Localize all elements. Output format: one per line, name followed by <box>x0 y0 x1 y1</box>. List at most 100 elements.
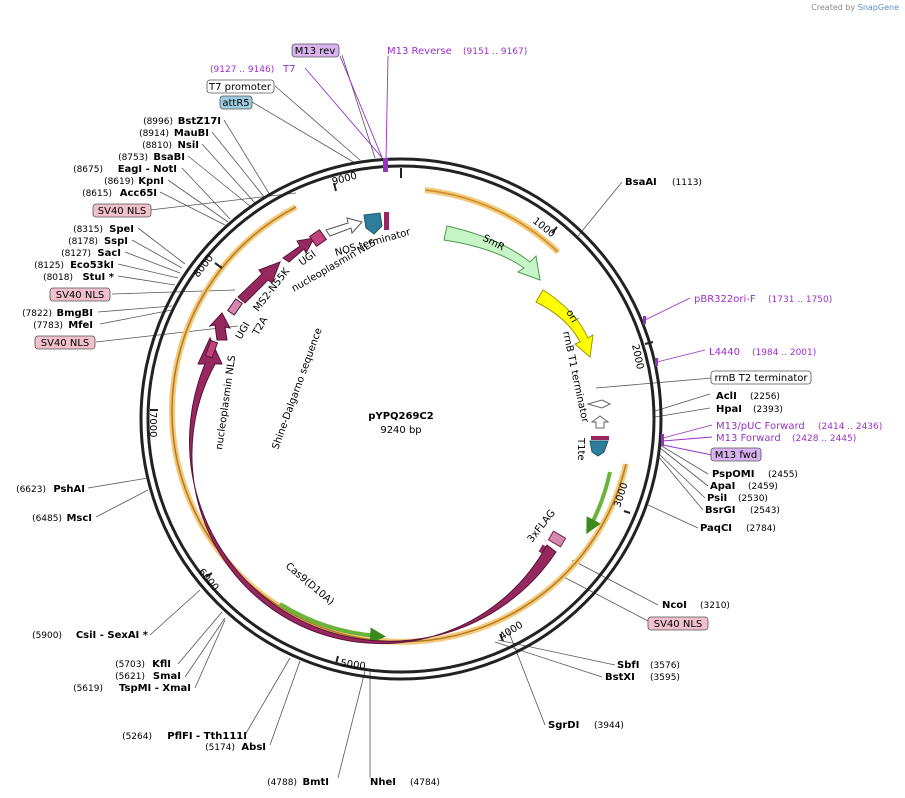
site-bstxi[interactable]: BstXI <box>605 672 635 683</box>
site-pspomi[interactable]: PspOMI <box>712 469 754 480</box>
flag-block[interactable] <box>547 530 567 548</box>
label-t7-promoter[interactable]: T7 promoter <box>208 82 272 93</box>
leader-lines <box>87 54 713 779</box>
site-bsrgi[interactable]: BsrGI <box>705 505 735 516</box>
site-spei[interactable]: SpeI <box>109 224 134 235</box>
site-saci[interactable]: SacI <box>97 248 121 259</box>
site-hpai[interactable]: HpaI <box>716 404 742 415</box>
primer-m13fwd[interactable]: M13 Forward <box>716 433 781 444</box>
site-kpni[interactable]: KpnI <box>138 176 164 187</box>
site-bsaai[interactable]: BsaAI <box>625 177 657 188</box>
ori-arrow[interactable] <box>535 289 594 358</box>
site-nsii-pos: (8810) <box>142 141 172 151</box>
site-sbfi[interactable]: SbfI <box>617 660 639 671</box>
site-spei-pos: (8315) <box>73 225 103 235</box>
site-eco53ki[interactable]: Eco53kI <box>70 260 114 271</box>
backbone-inner <box>146 164 656 674</box>
site-ncoi[interactable]: NcoI <box>662 600 687 611</box>
primer-box-m13rev <box>291 43 340 58</box>
primer-pbr322[interactable]: pBR322ori-F <box>694 294 756 305</box>
credit-prefix: Created by <box>811 3 856 12</box>
site-maubi[interactable]: MauBI <box>174 128 209 139</box>
t1te-arrow[interactable] <box>589 440 609 457</box>
site-eagi[interactable]: EagI - NotI <box>118 164 177 175</box>
site-nsii[interactable]: NsiI <box>178 140 199 151</box>
site-acc65i-pos: (8615) <box>82 189 112 199</box>
site-acli-pos: (2256) <box>750 392 780 402</box>
primer-t7[interactable]: T7 <box>282 64 295 75</box>
backbone-outer <box>139 157 663 681</box>
primer-m13puc[interactable]: M13/pUC Forward <box>716 421 805 432</box>
site-stui-pos: (8018) <box>43 273 73 283</box>
site-tspmi-pos: (5619) <box>73 684 103 694</box>
site-bstz17i[interactable]: BstZ17I <box>178 116 221 127</box>
site-apai-pos: (2459) <box>748 482 778 492</box>
plasmid-length: 9240 bp <box>380 425 421 436</box>
highlight-arc-bottom <box>168 409 629 645</box>
primer-mark-l4440 <box>655 358 658 366</box>
rrnb-t2-arrow[interactable] <box>586 399 612 409</box>
primer-l4440[interactable]: L4440 <box>709 347 740 358</box>
feature-nls-left: nucleoplasmin NLS <box>214 355 238 451</box>
site-pshai[interactable]: PshAI <box>53 484 85 495</box>
site-sgrdi-pos: (3944) <box>594 721 624 731</box>
tick-5000: 5000 <box>340 658 367 672</box>
primer-m13-fwd-box[interactable]: M13 fwd <box>715 450 757 461</box>
site-bmgbi[interactable]: BmgBI <box>56 308 93 319</box>
site-stui[interactable]: StuI * <box>82 272 114 283</box>
nos-arrow[interactable] <box>325 217 363 237</box>
site-acli[interactable]: AclI <box>716 391 737 402</box>
site-bstz17i-pos: (8996) <box>143 117 173 127</box>
green-arc-right <box>586 471 612 535</box>
primer-m13-reverse[interactable]: M13 Reverse <box>387 46 452 57</box>
site-paqci[interactable]: PaqCI <box>700 523 732 534</box>
label-sv40-3[interactable]: SV40 NLS <box>41 338 90 349</box>
site-eagi-pos: (8675) <box>73 165 103 175</box>
site-absi[interactable]: AbsI <box>241 742 266 753</box>
primer-m13-reverse-pos: (9151 .. 9167) <box>463 47 527 57</box>
label-attr5[interactable]: attR5 <box>222 98 249 109</box>
site-sgrdi[interactable]: SgrDI <box>548 720 579 731</box>
site-nhei-pos: (4784) <box>410 778 440 788</box>
label-rrnb-t2[interactable]: rrnB T2 terminator <box>714 373 808 384</box>
tick-2000: 2000 <box>629 343 645 370</box>
smr-arrow[interactable] <box>443 225 541 281</box>
ms2-arrow[interactable] <box>237 261 281 304</box>
label-sv40-2[interactable]: SV40 NLS <box>56 290 105 301</box>
tick-3000: 3000 <box>612 481 630 509</box>
site-hpai-pos: (2393) <box>753 405 783 415</box>
site-ncoi-pos: (3210) <box>700 601 730 611</box>
snapgene-credit: Created by SnapGene <box>811 3 899 12</box>
site-sspi[interactable]: SspI <box>104 236 128 247</box>
site-pflfi[interactable]: PflFI - Tth111I <box>167 731 247 742</box>
site-nhei[interactable]: NheI <box>370 777 396 788</box>
site-mfei[interactable]: MfeI <box>68 320 93 331</box>
label-sv40-1[interactable]: SV40 NLS <box>98 206 147 217</box>
site-psii[interactable]: PsiI <box>707 493 727 504</box>
site-msci[interactable]: MscI <box>66 513 92 524</box>
site-acc65i[interactable]: Acc65I <box>120 188 157 199</box>
label-sv40-4[interactable]: SV40 NLS <box>654 619 703 630</box>
primer-m13rev[interactable]: M13 rev <box>295 46 336 57</box>
feature-ugi-1: UGI <box>234 320 253 341</box>
site-apai[interactable]: ApaI <box>710 481 735 492</box>
site-bsaai-pos: (1113) <box>672 178 702 188</box>
box-rrnb-t2 <box>710 370 812 385</box>
site-bsabi[interactable]: BsaBI <box>153 152 185 163</box>
site-bmti[interactable]: BmtI <box>302 777 329 788</box>
rrnb-t1-arrow[interactable] <box>590 415 610 429</box>
site-csii[interactable]: CsiI - SexAI * <box>76 630 149 641</box>
site-kfli[interactable]: KflI <box>152 659 171 670</box>
site-smai[interactable]: SmaI <box>153 671 181 682</box>
ugi-arrow-2[interactable] <box>282 237 315 263</box>
ugi-arrow-1[interactable] <box>208 312 231 341</box>
site-tspmi[interactable]: TspMI - XmaI <box>119 683 191 694</box>
highlight-arc-bottom-line <box>171 409 627 643</box>
site-bsabi-pos: (8753) <box>118 153 148 163</box>
feature-shine-dalgarno: Shine-Dalgarno sequence <box>270 327 324 451</box>
tick-7000: 7000 <box>147 412 158 437</box>
cas9-arrow[interactable] <box>189 336 557 645</box>
teal-top-arrow[interactable] <box>363 212 383 235</box>
nls-top-block <box>308 228 328 248</box>
